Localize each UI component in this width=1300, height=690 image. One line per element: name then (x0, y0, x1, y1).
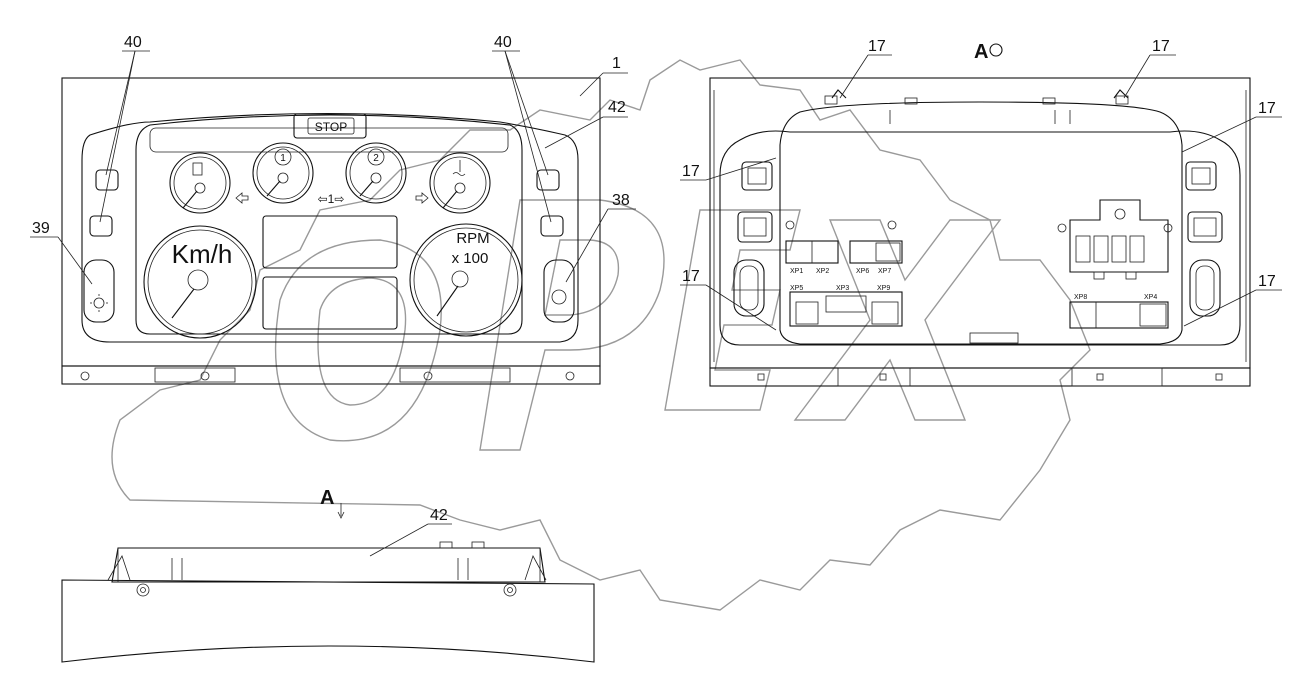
callout-17-right: 17 (1258, 100, 1276, 117)
callout-40-right: 40 (494, 34, 512, 51)
watermark-letter-o (274, 239, 442, 442)
xp1-label: XP1 (790, 268, 803, 275)
gauge-1-label: 1 (280, 153, 286, 164)
gauge-2-label: 2 (373, 153, 379, 164)
side-base (61, 579, 595, 663)
speedo-label: Km/h (172, 239, 233, 269)
callout-17-left: 17 (682, 163, 700, 180)
lighting-switch (83, 259, 115, 323)
lower-display (262, 276, 398, 330)
view-a-arrow-label: A (320, 487, 334, 509)
stop-lamp (293, 113, 367, 139)
callout-17-lower-right: 17 (1258, 273, 1276, 290)
xp8-label: XP8 (1074, 294, 1087, 301)
xp9-label: XP9 (877, 285, 890, 292)
fuel-gauge (169, 152, 231, 214)
callout-42-side: 42 (430, 507, 448, 524)
temperature-gauge (429, 152, 491, 214)
watermark-letter-e (664, 209, 801, 411)
xp6-label: XP6 (856, 268, 869, 275)
xp5-label: XP5 (790, 285, 803, 292)
connector-xp6-xp7 (849, 240, 903, 264)
view-a-title: A (974, 41, 988, 63)
callout-17-lower-left: 17 (682, 268, 700, 285)
tacho-label-line2: x 100 (452, 250, 489, 267)
leader-lines (30, 50, 1282, 557)
xp2-label: XP2 (816, 268, 829, 275)
callout-1: 1 (612, 55, 621, 72)
right-turn-icon (415, 192, 429, 204)
back-base-flange (709, 367, 1251, 387)
front-dial-face (135, 114, 523, 335)
back-view-a: XP1 XP2 XP6 XP7 XP5 XP3 XP9 XP8 XP4 A (709, 41, 1251, 387)
view-a-circle (989, 43, 1003, 57)
side-cover (111, 547, 546, 583)
callout-40-left: 40 (124, 34, 142, 51)
right-button-upper (536, 169, 560, 191)
watermark (111, 59, 1091, 611)
callout-39: 39 (32, 220, 50, 237)
upper-display (262, 215, 398, 269)
back-outer-shell (719, 130, 1241, 346)
headlight-switch (543, 259, 575, 323)
watermark-gear-outline (111, 59, 1091, 611)
back-case (779, 101, 1183, 345)
fuel-icon (192, 162, 203, 176)
xp3-label: XP3 (836, 285, 849, 292)
watermark-letter-x (793, 219, 1002, 421)
speedometer (143, 225, 257, 339)
tacho-label-line1: RPM (456, 230, 489, 247)
xp4-label: XP4 (1144, 294, 1157, 301)
right-button-lower (540, 215, 564, 237)
side-view: A (61, 487, 595, 663)
watermark-letter-p (479, 199, 665, 451)
left-turn-icon (235, 192, 249, 204)
stop-label: STOP (315, 120, 347, 134)
gauge-1 (252, 142, 314, 204)
sun-icon (93, 297, 105, 309)
center-indicator: ⇦1⇨ (318, 192, 345, 206)
tachometer (409, 223, 523, 337)
gauge-2 (345, 142, 407, 204)
callout-17-top-right: 17 (1152, 38, 1170, 55)
front-view: STOP 1 2 (61, 77, 601, 385)
callout-17-top-left: 17 (868, 38, 886, 55)
callout-38: 38 (612, 192, 630, 209)
connector-xp5-xp3-xp9 (789, 291, 903, 327)
front-base-flange (61, 365, 601, 385)
callout-42-front: 42 (608, 99, 626, 116)
back-housing (709, 77, 1251, 369)
connector-xp8-xp4 (1069, 301, 1169, 329)
headlight-icon (551, 289, 567, 305)
front-bezel (81, 112, 579, 343)
xp7-label: XP7 (878, 268, 891, 275)
